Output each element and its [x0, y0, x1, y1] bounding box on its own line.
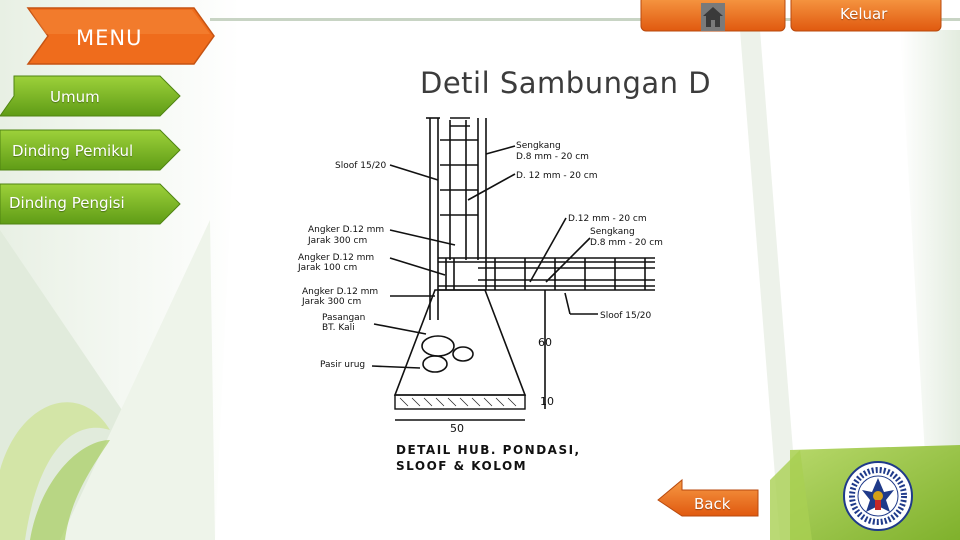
- menu-item-shape: [0, 129, 181, 171]
- home-button[interactable]: [640, 0, 786, 33]
- dimension-50: 50: [450, 422, 464, 435]
- drawing-canvas: Sengkang D.8 mm - 20 cm Sloof 15/20 D. 1…: [297, 117, 663, 473]
- label-sengkang-top: Sengkang: [516, 141, 561, 151]
- label-sengkang-right: Sengkang: [590, 227, 635, 237]
- label-angker-3-spacing: Jarak 300 cm: [301, 297, 361, 307]
- page-title: Detil Sambungan D: [420, 66, 712, 100]
- menu-header: MENU: [26, 4, 216, 66]
- menu-item-label: Dinding Pemikul: [12, 142, 134, 160]
- dimension-10: 10: [540, 395, 554, 408]
- label-angker-2-spacing: Jarak 100 cm: [297, 263, 357, 273]
- back-button-label: Back: [694, 495, 731, 513]
- label-pasangan: Pasangan: [322, 313, 365, 323]
- top-rule: [210, 18, 960, 21]
- label-sengkang-right-spec: D.8 mm - 20 cm: [590, 238, 663, 248]
- label-pasangan-material: BT. Kali: [322, 323, 355, 333]
- label-sloof-left: Sloof 15/20: [335, 161, 386, 171]
- menu-item-shape: [0, 183, 181, 225]
- exit-button-shape: [790, 0, 942, 32]
- label-sloof-right: Sloof 15/20: [600, 311, 651, 321]
- caption-line-1: DETAIL HUB. PONDASI,: [396, 443, 581, 457]
- label-angker-1-spacing: Jarak 300 cm: [307, 236, 367, 246]
- home-icon: [701, 3, 725, 31]
- exit-button-label: Keluar: [840, 5, 888, 23]
- label-angker-2: Angker D.12 mm: [298, 253, 374, 263]
- exit-button[interactable]: Keluar: [790, 0, 942, 33]
- label-sengkang-top-spec: D.8 mm - 20 cm: [516, 152, 589, 162]
- back-button[interactable]: Back: [656, 478, 760, 518]
- label-angker-1: Angker D.12 mm: [308, 225, 384, 235]
- foundation-detail-drawing: Sengkang D.8 mm - 20 cm Sloof 15/20 D. 1…: [290, 110, 680, 480]
- dimension-60: 60: [538, 336, 552, 349]
- university-logo: [836, 460, 920, 532]
- caption-line-2: SLOOF & KOLOM: [396, 459, 527, 473]
- label-d12-right: D.12 mm - 20 cm: [568, 214, 647, 224]
- menu-item-dinding-pengisi[interactable]: Dinding Pengisi: [0, 182, 182, 226]
- menu-item-label: Umum: [50, 88, 100, 106]
- menu-header-shape: [26, 7, 215, 65]
- label-d12-top: D. 12 mm - 20 cm: [516, 171, 598, 181]
- label-pasir-urug: Pasir urug: [320, 360, 365, 370]
- menu-item-dinding-pemikul[interactable]: Dinding Pemikul: [0, 128, 182, 172]
- menu-item-shape: [0, 75, 181, 117]
- emblem-icon: [843, 461, 913, 531]
- label-angker-3: Angker D.12 mm: [302, 287, 378, 297]
- menu-title: MENU: [76, 26, 143, 50]
- back-button-shape: [657, 478, 759, 517]
- menu-item-label: Dinding Pengisi: [9, 194, 125, 212]
- menu-item-umum[interactable]: Umum: [0, 74, 182, 118]
